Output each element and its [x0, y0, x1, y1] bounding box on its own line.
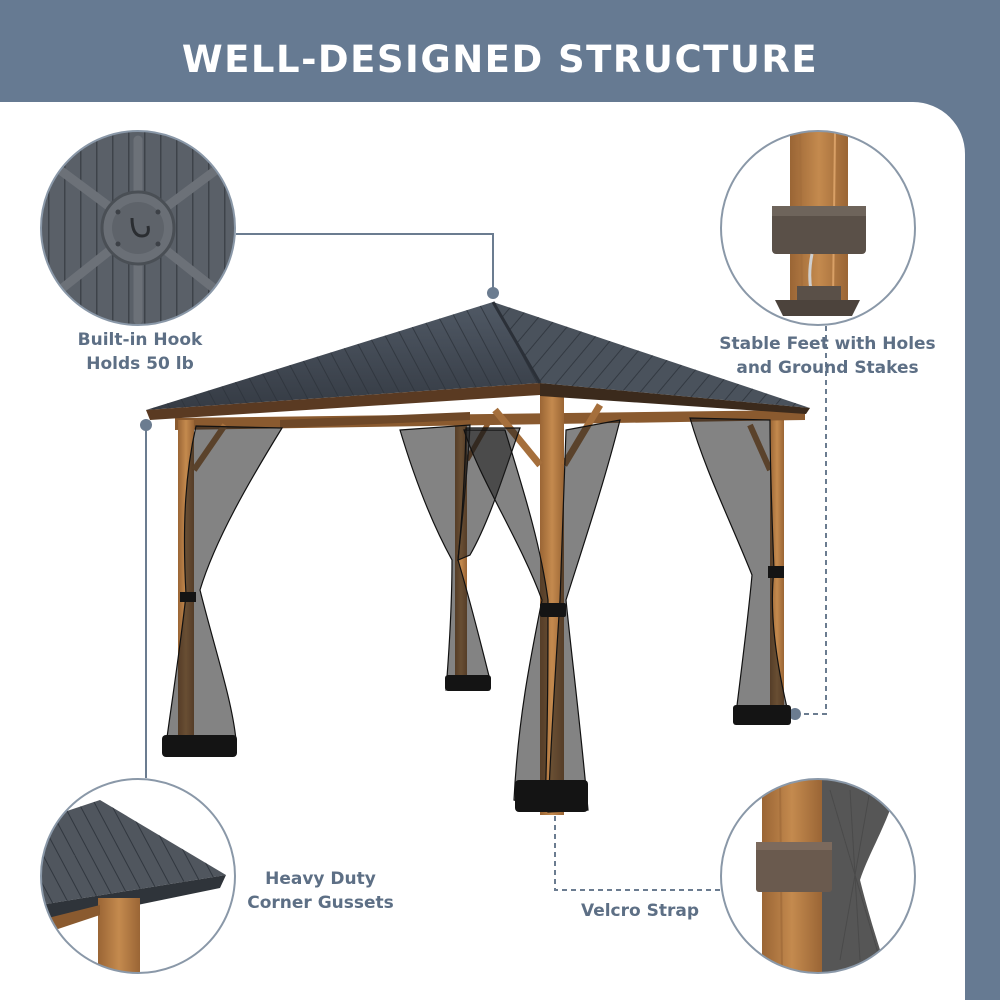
velcro-strap-icon [720, 778, 916, 974]
gussets-label-line1: Heavy Duty [265, 869, 376, 889]
hook-leader-line [236, 233, 494, 290]
feet-label-line2: and Ground Stakes [736, 358, 919, 378]
feet-label-line1: Stable Feet with Holes [719, 334, 936, 354]
strap-label-line1: Velcro Strap [580, 901, 700, 921]
mosquito-netting [164, 417, 791, 813]
page-title: WELL-DESIGNED STRUCTURE [181, 38, 819, 81]
gussets-label-line2: Corner Gussets [247, 893, 394, 913]
feet-leader-line [795, 326, 827, 715]
hook-label-line2: Holds 50 lb [86, 354, 194, 374]
gussets-label: Heavy Duty Corner Gussets [238, 867, 403, 915]
post-foot-icon [720, 130, 916, 326]
hook-label: Built-in Hook Holds 50 lb [55, 328, 225, 376]
roof-hook-icon [40, 130, 236, 326]
feet-label: Stable Feet with Holes and Ground Stakes [700, 332, 955, 380]
gazebo-illustration [146, 301, 810, 815]
hook-label-line1: Built-in Hook [77, 330, 203, 350]
strap-label: Velcro Strap [565, 899, 715, 923]
roof-corner-icon [40, 778, 236, 974]
